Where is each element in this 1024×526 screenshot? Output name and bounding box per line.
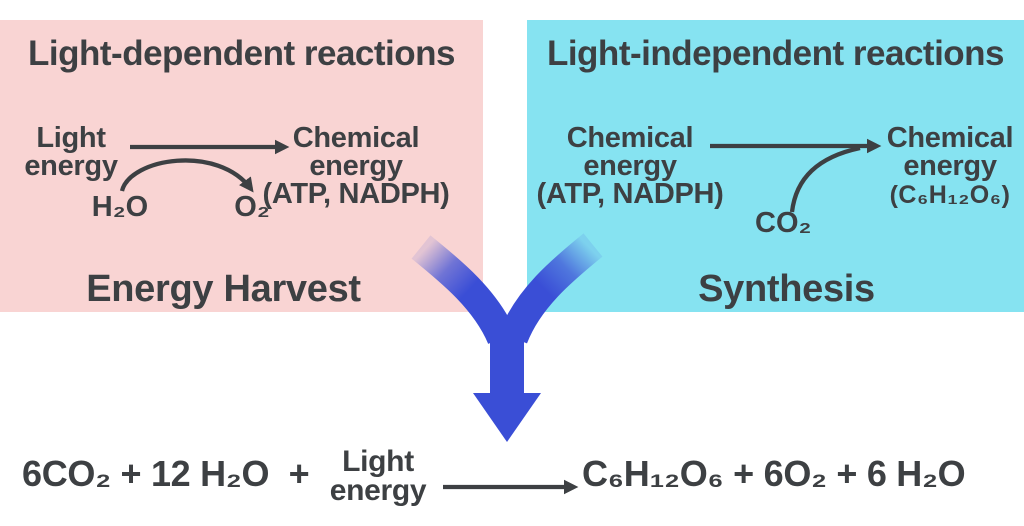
chemical-energy-label-left: Chemical energy (ATP, NADPH) (256, 122, 456, 210)
o2-label: O₂ (234, 191, 270, 223)
co2-label: CO₂ (755, 207, 812, 239)
light-energy-label: Light energy (15, 122, 127, 182)
chemical-energy-input-line2: energy (583, 150, 677, 182)
light-energy-line2: energy (24, 150, 118, 182)
merge-arrow-head (473, 393, 541, 442)
right-panel-title: Light-independent reactions (546, 34, 1005, 73)
light-dependent-panel: Light-dependent reactions Light energy C… (0, 20, 483, 312)
equation-light-energy: Light energy (322, 445, 434, 507)
chemical-energy-output-line1: Chemical (886, 122, 1014, 154)
equation-left-side: 6CO₂ + 12 H₂O + (22, 453, 310, 494)
light-independent-panel: Light-independent reactions Chemical ene… (527, 20, 1024, 312)
h2o-label: H₂O (91, 191, 149, 223)
left-panel-title: Light-dependent reactions (28, 34, 455, 73)
equation-right-side: C₆H₁₂O₆ + 6O₂ + 6 H₂O (582, 453, 966, 494)
light-energy-line1: Light (36, 122, 106, 154)
chemical-energy-input-line1: Chemical (566, 122, 694, 154)
glucose-formula: (C₆H₁₂O₆) (889, 181, 1011, 209)
chemical-energy-line3: (ATP, NADPH) (262, 178, 450, 210)
equation-light-energy-line2: energy (329, 474, 427, 507)
chemical-energy-line1: Chemical (292, 122, 420, 154)
synthesis-caption: Synthesis (698, 268, 875, 310)
chemical-energy-output-line2: energy (903, 150, 997, 182)
chemical-energy-input-line3: (ATP, NADPH) (536, 178, 724, 210)
energy-harvest-caption: Energy Harvest (86, 268, 361, 310)
chemical-energy-label-output: Chemical energy (C₆H₁₂O₆) (880, 124, 1020, 211)
chemical-energy-line2: energy (309, 150, 403, 182)
chemical-energy-label-input: Chemical energy (ATP, NADPH) (532, 122, 728, 210)
equation-light-energy-line1: Light (342, 445, 414, 478)
